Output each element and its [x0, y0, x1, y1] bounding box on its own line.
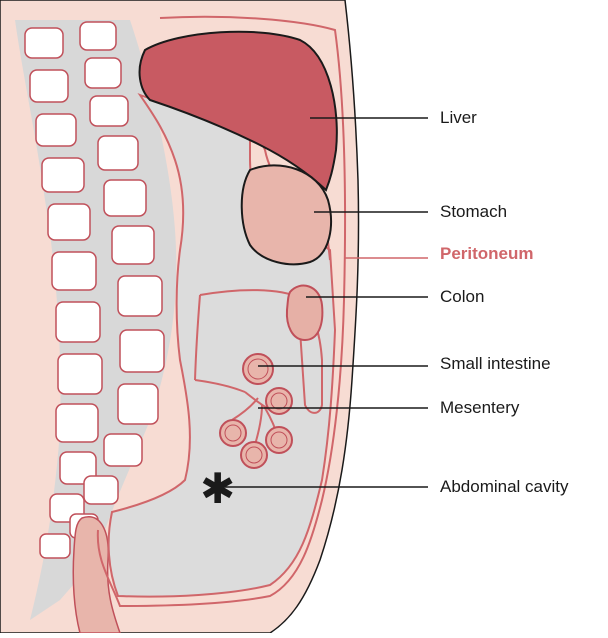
- intestine-loop: [266, 388, 292, 414]
- vertebra: [118, 384, 158, 424]
- colon: [287, 286, 322, 340]
- abdominal-cavity-marker: ✱: [200, 464, 235, 513]
- vertebra: [52, 252, 96, 290]
- label-colon: Colon: [440, 287, 484, 307]
- vertebra: [84, 476, 118, 504]
- intestine-loop: [266, 427, 292, 453]
- label-mesentery: Mesentery: [440, 398, 519, 418]
- label-small-intestine: Small intestine: [440, 354, 551, 374]
- vertebra: [30, 70, 68, 102]
- vertebra: [58, 354, 102, 394]
- vertebra: [48, 204, 90, 240]
- vertebra: [25, 28, 63, 58]
- label-peritoneum: Peritoneum: [440, 244, 534, 264]
- vertebra: [90, 96, 128, 126]
- intestine-loop: [241, 442, 267, 468]
- vertebra: [56, 302, 100, 342]
- vertebra: [85, 58, 121, 88]
- vertebra: [98, 136, 138, 170]
- vertebra: [118, 276, 162, 316]
- vertebra: [56, 404, 98, 442]
- vertebra: [112, 226, 154, 264]
- vertebra: [42, 158, 84, 192]
- vertebra: [40, 534, 70, 558]
- label-abdominal-cavity: Abdominal cavity: [440, 477, 569, 497]
- label-liver: Liver: [440, 108, 477, 128]
- vertebra: [36, 114, 76, 146]
- vertebra: [80, 22, 116, 50]
- vertebra: [104, 434, 142, 466]
- label-stomach: Stomach: [440, 202, 507, 222]
- intestine-loop: [220, 420, 246, 446]
- vertebra: [120, 330, 164, 372]
- vertebra: [104, 180, 146, 216]
